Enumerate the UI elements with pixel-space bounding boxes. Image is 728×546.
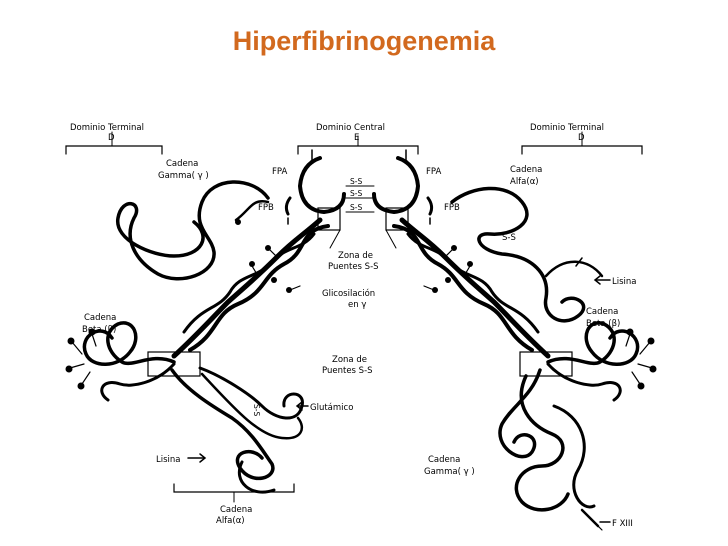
ss-label-2: S-S — [350, 189, 362, 198]
glicosilacion-line1: Glicosilación — [322, 288, 375, 299]
left-coiled-coil-b — [188, 224, 330, 352]
zona-puentes-bottom-line2: Puentes S-S — [322, 366, 373, 376]
left-gamma-chain — [116, 180, 270, 281]
right-terminal-label: Dominio Terminal — [530, 123, 604, 133]
beta-left-line2: Beta (β) — [82, 325, 116, 335]
zona-puentes-top-line2: Puentes S-S — [328, 262, 379, 272]
left-terminal-letter: D — [108, 133, 115, 143]
lisina-left-label: Lisina — [156, 455, 180, 465]
left-zone-box — [147, 351, 201, 377]
ss-vertical-label: S-S — [252, 404, 261, 416]
right-terminal-bracket — [521, 145, 643, 155]
right-terminal-letter: D — [578, 133, 585, 143]
beta-right-line1: Cadena — [586, 307, 618, 317]
bottom-alpha-bracket — [173, 483, 295, 493]
central-zone-right-box — [385, 207, 409, 231]
left-terminal-bracket — [65, 145, 163, 155]
gamma-left-line1: Cadena — [166, 159, 198, 169]
zona-puentes-top-line1: Zona de — [338, 251, 373, 261]
central-domain-letter: E — [354, 133, 359, 143]
fpa-right-strand — [372, 156, 421, 215]
left-alpha-chain — [170, 368, 275, 481]
right-coiled-coil-b — [392, 224, 534, 352]
gamma-right-line2: Gamma( γ ) — [424, 467, 475, 477]
right-zone-box — [519, 351, 573, 377]
beta-left-line1: Cadena — [84, 313, 116, 323]
right-alpha-chain — [450, 186, 586, 323]
ss-label-3: S-S — [350, 203, 362, 212]
right-beta-chain — [546, 321, 640, 366]
right-coiled-coil-a — [399, 217, 551, 359]
fpa-left-label: FPA — [272, 167, 287, 177]
glicosilacion-line2: en γ — [348, 300, 366, 310]
glutamico-label: Glutámico — [310, 403, 353, 413]
fpb-left-label: FPB — [258, 203, 274, 213]
gamma-left-line2: Gamma( γ ) — [158, 171, 209, 181]
central-bracket — [297, 145, 419, 155]
right-coiled-coil-c — [406, 232, 540, 334]
left-coiled-coil-a — [171, 217, 323, 359]
fpa-left-strand — [297, 156, 346, 215]
alfa-right-line2: Alfa(α) — [510, 177, 539, 187]
fpa-right-label: FPA — [426, 167, 441, 177]
central-domain-label: Dominio Central — [316, 123, 385, 133]
left-terminal-label: Dominio Terminal — [70, 123, 144, 133]
ss-label-1: S-S — [350, 177, 362, 186]
beta-right-line2: Beta (β) — [586, 319, 620, 329]
gamma-right-line1: Cadena — [428, 455, 460, 465]
alfa-right-line1: Cadena — [510, 165, 542, 175]
lisina-right-label: Lisina — [612, 277, 636, 287]
alfa-bottom-line2: Alfa(α) — [216, 516, 245, 526]
slide-title: Hiperfibrinogenemia — [232, 26, 496, 56]
fpb-right-label: FPB — [444, 203, 460, 213]
right-gamma-chain — [498, 368, 542, 459]
ss-right-label: S-S — [502, 233, 516, 243]
fibrinogen-structure-svg: Dominio Terminal D Dominio Central E Dom… — [65, 123, 657, 531]
alfa-bottom-line1: Cadena — [220, 505, 252, 515]
fxiii-label: F XIII — [612, 519, 633, 529]
left-beta-chain — [82, 321, 176, 366]
zona-puentes-bottom-line1: Zona de — [332, 355, 367, 365]
left-coiled-coil-c — [182, 232, 316, 334]
fibrinogen-diagram: Dominio Terminal D Dominio Central E Dom… — [62, 106, 710, 546]
